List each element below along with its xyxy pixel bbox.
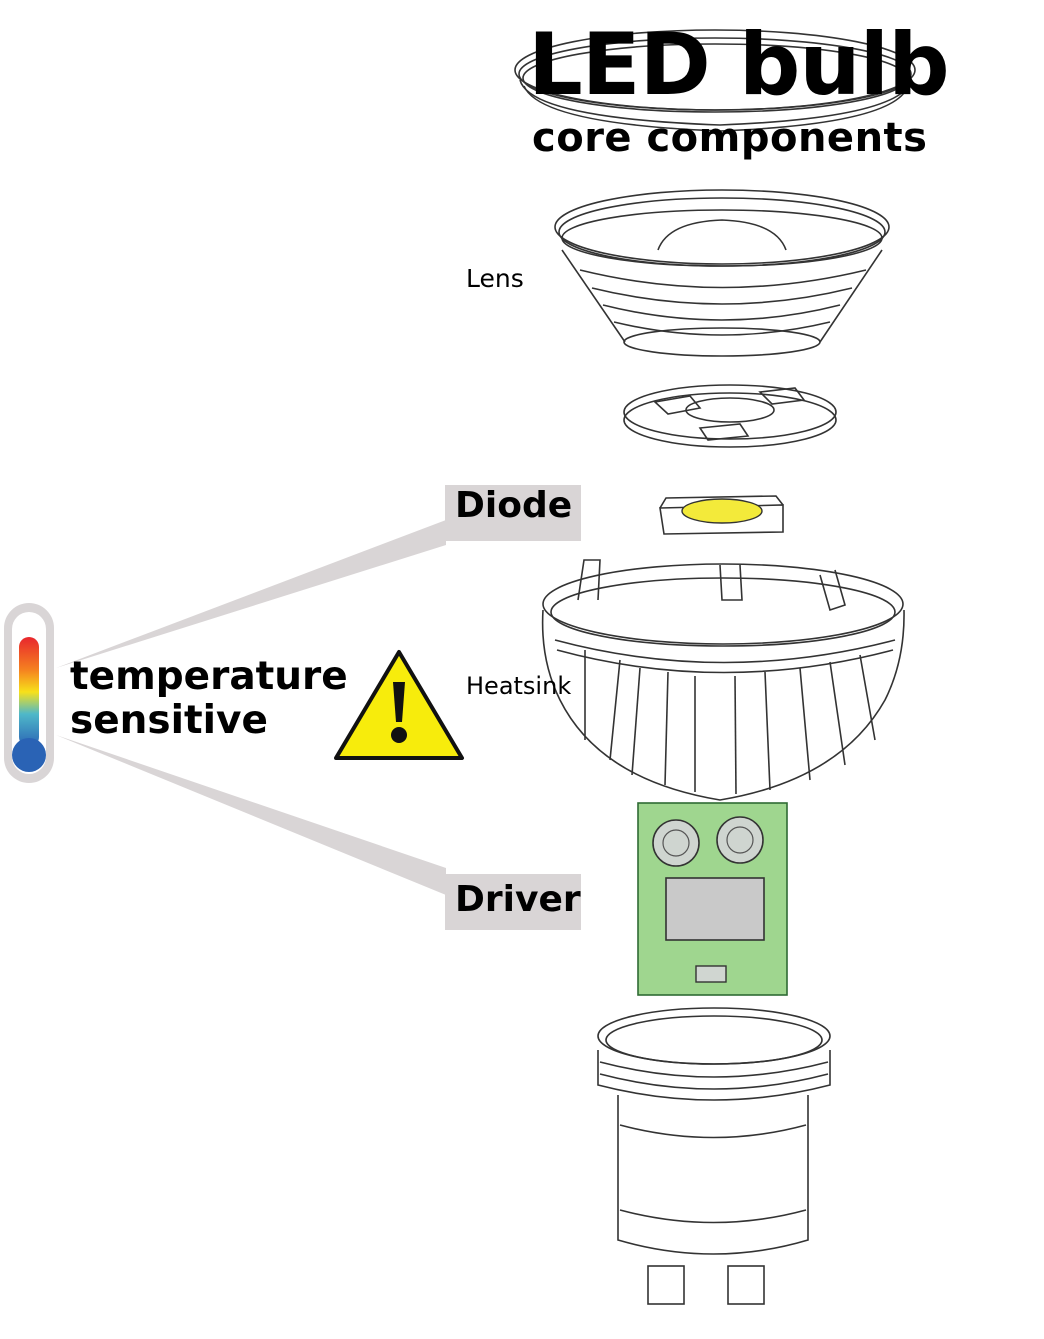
warning-icon: [334, 650, 464, 760]
temperature-word: temperature: [70, 654, 348, 699]
diode-emitter: [681, 498, 763, 524]
capacitor-left: [652, 819, 700, 867]
diode-callout-pointer: [56, 520, 446, 668]
diode-label: Diode: [455, 485, 573, 526]
diode-mount-part: [623, 384, 837, 448]
driver-chip: [665, 877, 765, 941]
driver-part: [637, 802, 788, 996]
driver-label: Driver: [455, 879, 581, 920]
top-ring: [514, 29, 916, 132]
driver-label-box: [445, 874, 581, 930]
sensitive-word: sensitive: [70, 697, 268, 743]
capacitor-right: [716, 816, 764, 864]
base-part: [597, 1007, 831, 1305]
lens-label: Lens: [466, 264, 524, 293]
diagram-title: LED bulb: [528, 15, 950, 115]
heatsink-part: [541, 559, 905, 801]
temperature-sensitive-label: temperature sensitive: [70, 655, 348, 742]
thermometer-icon: [4, 603, 54, 783]
heatsink-label: Heatsink: [466, 672, 572, 700]
diagram-subtitle: core components: [532, 115, 928, 161]
diode-part: [659, 495, 784, 535]
lens-part: [554, 189, 890, 357]
driver-callout-pointer: [56, 735, 446, 895]
diode-label-box: [445, 485, 581, 541]
